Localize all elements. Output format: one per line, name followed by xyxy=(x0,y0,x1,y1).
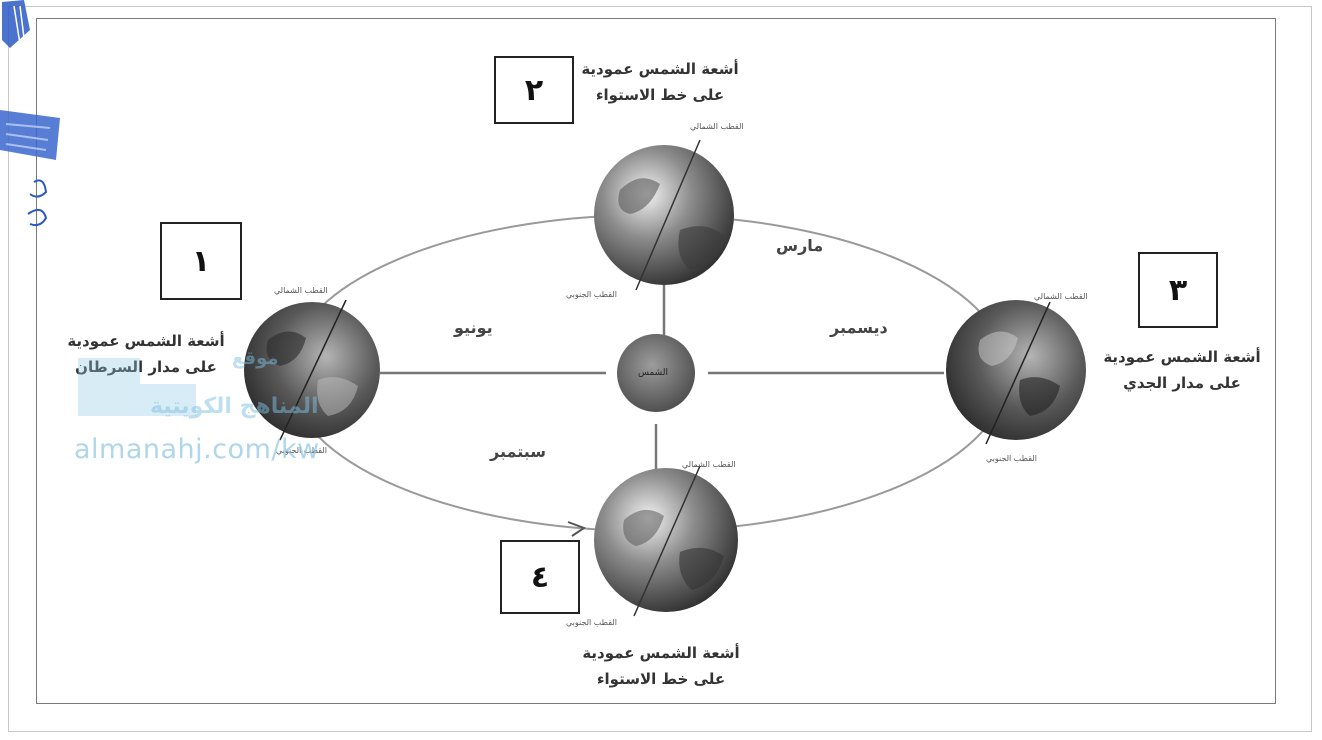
watermark-logo xyxy=(78,340,328,426)
caption-4-line-2: على خط الاستواء xyxy=(596,670,726,688)
caption-1-line-2: على مدار السرطان xyxy=(75,358,217,376)
pole-label-north-september: القطب الشمالي xyxy=(682,460,736,469)
caption-4-line-1: أشعة الشمس عمودية xyxy=(582,644,740,662)
pole-label-north-june: القطب الشمالي xyxy=(274,286,328,295)
pole-label-north-december: القطب الشمالي xyxy=(1034,292,1088,301)
month-december: ديسمبر xyxy=(830,318,888,337)
page-border xyxy=(8,6,1312,732)
caption-3-line-2: على مدار الجدي xyxy=(1123,374,1241,392)
globe-june xyxy=(244,299,380,441)
box-1: ١ xyxy=(160,222,242,300)
caption-4: أشعة الشمس عمودية على خط الاستواء xyxy=(566,640,756,692)
month-march: مارس xyxy=(776,236,824,255)
sun-circle xyxy=(617,334,695,412)
caption-3: أشعة الشمس عمودية على مدار الجدي xyxy=(1092,344,1272,396)
pole-label-south-june: القطب الجنوبي xyxy=(276,446,327,455)
caption-1: أشعة الشمس عمودية على مدار السرطان xyxy=(56,328,236,380)
globe-september xyxy=(594,465,738,617)
globe-december xyxy=(946,300,1086,445)
caption-3-line-1: أشعة الشمس عمودية xyxy=(1103,348,1261,366)
margin-stamp xyxy=(0,0,60,227)
pole-label-south-december: القطب الجنوبي xyxy=(986,454,1037,463)
diagram-frame xyxy=(36,18,1276,704)
caption-1-line-1: أشعة الشمس عمودية xyxy=(67,332,225,350)
pole-label-north-march: القطب الشمالي xyxy=(690,122,744,131)
caption-2: أشعة الشمس عمودية على خط الاستواء xyxy=(570,56,750,108)
globe-march xyxy=(594,139,734,291)
watermark-arabic-1: موقع xyxy=(232,348,279,369)
box-2: ٢ xyxy=(494,56,574,124)
sun-label: الشمس xyxy=(638,368,668,378)
watermark-url: almanahj.com/kw xyxy=(74,434,320,465)
box-3: ٣ xyxy=(1138,252,1218,328)
month-june: يونيو xyxy=(454,318,493,337)
caption-2-line-1: أشعة الشمس عمودية xyxy=(581,60,739,78)
pole-label-south-march: القطب الجنوبي xyxy=(566,290,617,299)
orbit-arrow xyxy=(567,521,587,537)
caption-2-line-2: على خط الاستواء xyxy=(595,86,725,104)
pole-label-south-september: القطب الجنوبي xyxy=(566,618,617,627)
box-4: ٤ xyxy=(500,540,580,614)
watermark-arabic-2: المناهج الكويتية xyxy=(150,394,319,419)
month-september: سبتمبر xyxy=(490,442,547,461)
